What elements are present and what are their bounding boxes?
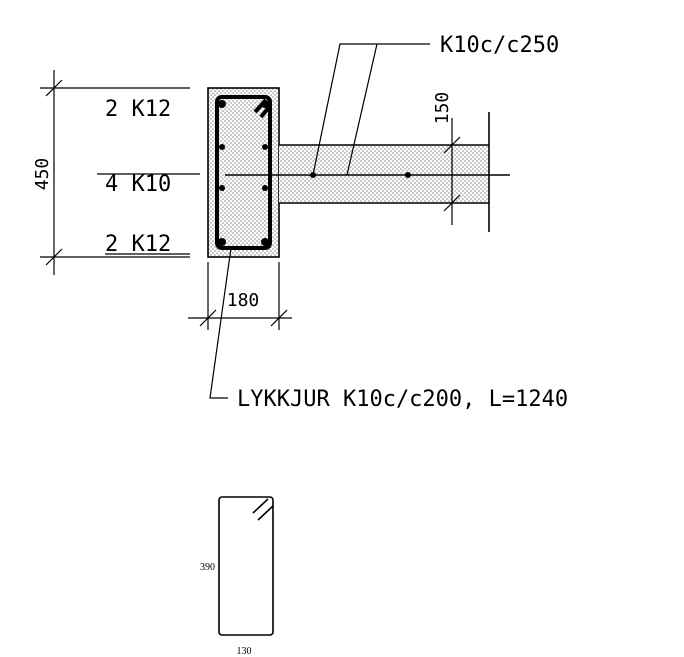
top-bar — [218, 100, 226, 108]
stirrup-detail-shape — [218, 496, 274, 636]
bottom-bar — [261, 238, 269, 246]
slab-rebar-label: K10c/c250 — [440, 33, 559, 58]
stirrup-height-label: 390 — [200, 562, 215, 573]
top-rebar-label: 2 K12 — [105, 97, 171, 122]
top-bar — [261, 100, 269, 108]
bottom-bar — [218, 238, 226, 246]
slab-dimension: 150 — [432, 92, 453, 125]
bottom-rebar-label: 2 K12 — [105, 232, 171, 257]
beam-stirrup — [215, 95, 272, 250]
width-dimension: 180 — [227, 290, 260, 311]
height-dimension: 450 — [32, 158, 53, 191]
middle-rebar-label: 4 K10 — [105, 172, 171, 197]
mid-bar — [219, 185, 225, 191]
mid-bar — [262, 185, 268, 191]
mid-bar — [219, 144, 225, 150]
beam-web — [207, 87, 280, 258]
stirrup-label: LYKKJUR K10c/c200, L=1240 — [237, 387, 568, 412]
mid-bar — [262, 144, 268, 150]
stirrup-width-label: 130 — [237, 646, 252, 657]
